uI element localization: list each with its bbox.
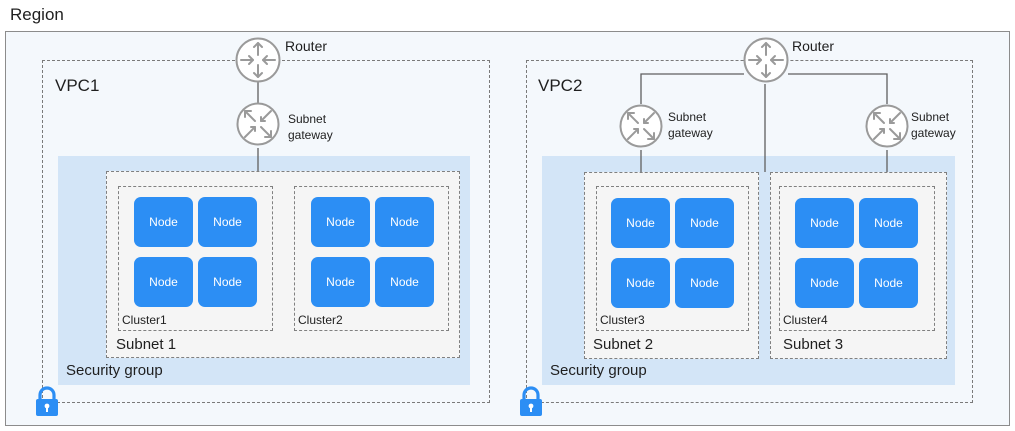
vpc2-lock-icon: [520, 386, 542, 416]
cluster2-node: Node: [375, 197, 434, 247]
cluster1-node: Node: [134, 257, 193, 307]
cluster4-node: Node: [859, 198, 918, 248]
vpc2-router-label: Router: [792, 38, 835, 54]
vpc1-security-group-label: Security group: [66, 362, 163, 379]
cluster3-node: Node: [675, 198, 734, 248]
cluster1-label: Cluster1: [122, 313, 167, 327]
cluster3-node: Node: [675, 258, 734, 308]
cluster2-node: Node: [375, 257, 434, 307]
cluster2-node: Node: [311, 257, 370, 307]
vpc2-router-gateway-left-link: [640, 73, 744, 104]
subnet-2-label: Subnet 2: [593, 336, 654, 353]
cluster1-node: Node: [198, 197, 257, 247]
cluster2-label: Cluster2: [298, 313, 343, 327]
vpc2-router-gateway-right-link: [788, 73, 888, 104]
cluster3-label: Cluster3: [600, 313, 645, 327]
cluster3-node: Node: [611, 198, 670, 248]
vpc2-subnet-gateway-right-label: Subnet gateway: [911, 110, 956, 140]
cluster4-node: Node: [795, 198, 854, 248]
vpc1-label: VPC1: [55, 76, 100, 95]
vpc1-router-icon: [235, 37, 281, 83]
vpc2-router-icon: [743, 37, 789, 83]
region-label: Region: [10, 5, 64, 24]
cluster1-node: Node: [134, 197, 193, 247]
vpc1-subnet-gateway-label: Subnet gateway: [288, 112, 333, 142]
vpc2-subnet-gateway-left-icon: [619, 104, 663, 148]
cluster4-node: Node: [795, 258, 854, 308]
vpc1-router-label: Router: [285, 38, 328, 54]
cluster1-node: Node: [198, 257, 257, 307]
vpc2-security-group-label: Security group: [550, 362, 647, 379]
cluster3-node: Node: [611, 258, 670, 308]
vpc2-subnet-gateway-right-icon: [865, 104, 909, 148]
vpc2-subnet-gateway-left-label: Subnet gateway: [668, 110, 713, 140]
vpc1-subnet-gateway-icon: [236, 102, 280, 146]
cluster2-node: Node: [311, 197, 370, 247]
cluster4-node: Node: [859, 258, 918, 308]
vpc1-lock-icon: [36, 386, 58, 416]
vpc2-label: VPC2: [538, 76, 583, 95]
subnet-3-label: Subnet 3: [783, 336, 844, 353]
cluster4-label: Cluster4: [783, 313, 828, 327]
subnet-1-label: Subnet 1: [116, 336, 177, 353]
